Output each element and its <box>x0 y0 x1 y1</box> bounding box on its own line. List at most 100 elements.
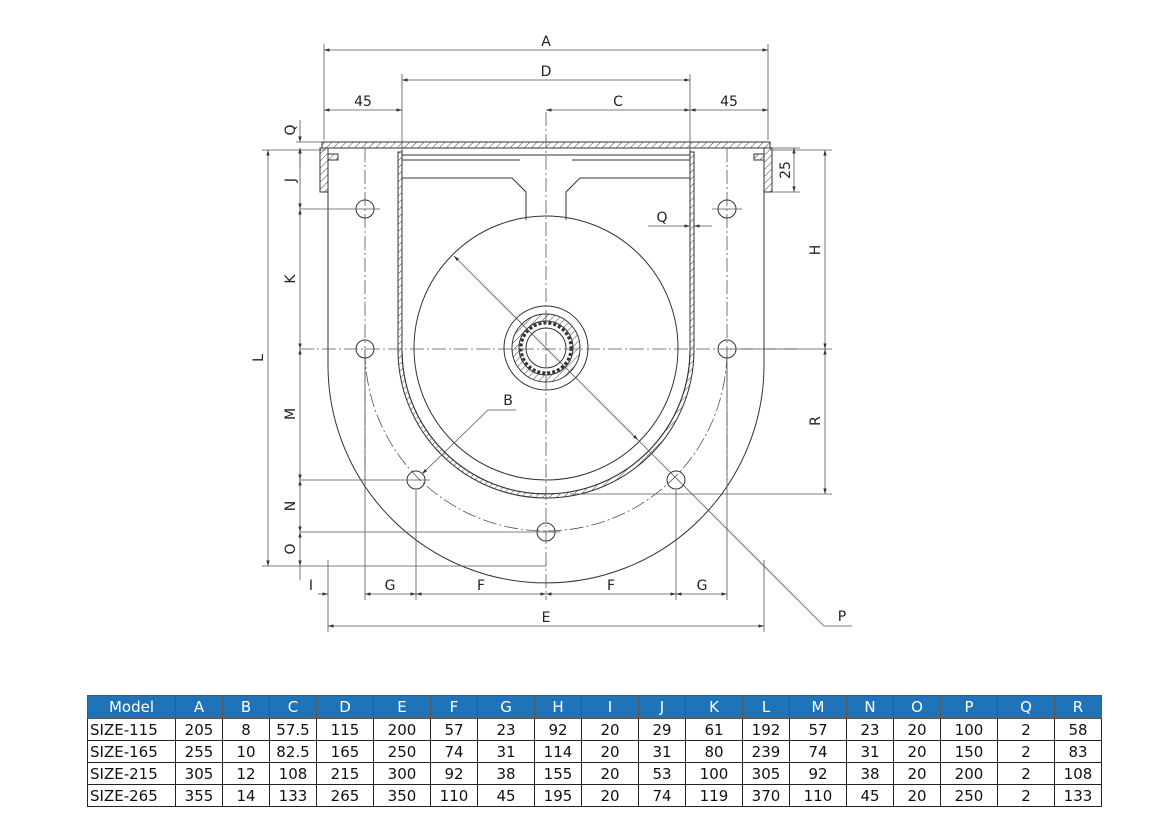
table-cell: 192 <box>742 718 790 741</box>
table-cell: 38 <box>846 762 894 785</box>
table-cell: 20 <box>893 762 941 785</box>
label-Q-inner: Q <box>656 210 667 226</box>
table-cell: 57 <box>789 718 847 741</box>
label-F-left: F <box>477 578 485 594</box>
table-row: SIZE-115 205 8 57.5 115 200 57 23 92 20 … <box>87 718 1102 741</box>
table-cell: 133 <box>269 784 317 807</box>
label-D: D <box>541 64 552 80</box>
col-K: K <box>685 695 743 719</box>
table-cell: 92 <box>534 718 582 741</box>
table-cell: 100 <box>940 718 998 741</box>
table-row: SIZE-165 255 10 82.5 165 250 74 31 114 2… <box>87 740 1102 763</box>
dimensions <box>262 44 852 632</box>
table-cell: 2 <box>997 740 1055 763</box>
label-L: L <box>251 354 267 362</box>
label-M: M <box>283 408 299 420</box>
table-cell: 31 <box>846 740 894 763</box>
label-P: P <box>838 609 846 625</box>
table-cell: 250 <box>373 740 431 763</box>
table-cell: 305 <box>175 762 223 785</box>
table-cell: 83 <box>1054 740 1102 763</box>
label-F-right: F <box>607 578 615 594</box>
table-cell: 115 <box>316 718 374 741</box>
col-L: L <box>742 695 790 719</box>
table-cell: 23 <box>477 718 535 741</box>
label-45-left: 45 <box>354 94 372 110</box>
table-cell: 8 <box>222 718 270 741</box>
table-cell: 10 <box>222 740 270 763</box>
table-cell: 12 <box>222 762 270 785</box>
table-cell: 119 <box>685 784 743 807</box>
table-cell: 38 <box>477 762 535 785</box>
table-cell: 92 <box>789 762 847 785</box>
table-cell: 31 <box>477 740 535 763</box>
col-N: N <box>846 695 894 719</box>
label-J: J <box>283 178 299 183</box>
table-cell: 165 <box>316 740 374 763</box>
table-cell: 110 <box>430 784 478 807</box>
table-cell: 2 <box>997 762 1055 785</box>
col-B: B <box>222 695 270 719</box>
table-cell: 14 <box>222 784 270 807</box>
table-cell: 80 <box>685 740 743 763</box>
table-cell: 53 <box>638 762 686 785</box>
table-cell: 20 <box>581 762 639 785</box>
label-B: B <box>503 393 513 409</box>
label-E: E <box>542 610 551 626</box>
table-cell: SIZE-215 <box>87 762 176 785</box>
col-M: M <box>789 695 847 719</box>
table-cell: 265 <box>316 784 374 807</box>
label-C: C <box>613 94 623 110</box>
table-cell: 300 <box>373 762 431 785</box>
table-cell: 74 <box>789 740 847 763</box>
col-J: J <box>638 695 686 719</box>
table-cell: 100 <box>685 762 743 785</box>
label-A: A <box>541 34 551 50</box>
table-cell: SIZE-265 <box>87 784 176 807</box>
label-G-right: G <box>697 578 708 594</box>
table-cell: 57 <box>430 718 478 741</box>
col-H: H <box>534 695 582 719</box>
table-cell: 195 <box>534 784 582 807</box>
table-cell: 133 <box>1054 784 1102 807</box>
col-O: O <box>893 695 941 719</box>
table-cell: 200 <box>940 762 998 785</box>
label-I: I <box>309 578 313 594</box>
table-cell: SIZE-115 <box>87 718 176 741</box>
dimension-table: Model A B C D E F G H I J K L M N O P Q … <box>87 695 1102 807</box>
table-cell: 31 <box>638 740 686 763</box>
table-cell: 20 <box>581 718 639 741</box>
table-row: SIZE-265 355 14 133 265 350 110 45 195 2… <box>87 784 1102 807</box>
table-cell: 20 <box>581 784 639 807</box>
table-header-row: Model A B C D E F G H I J K L M N O P Q … <box>87 695 1102 719</box>
table-row: SIZE-215 305 12 108 215 300 92 38 155 20… <box>87 762 1102 785</box>
table-cell: 150 <box>940 740 998 763</box>
table-cell: 92 <box>430 762 478 785</box>
table-cell: 205 <box>175 718 223 741</box>
table-cell: 61 <box>685 718 743 741</box>
table-cell: 58 <box>1054 718 1102 741</box>
table-cell: 74 <box>638 784 686 807</box>
col-G: G <box>477 695 535 719</box>
col-C: C <box>269 695 317 719</box>
label-45-right: 45 <box>720 94 738 110</box>
table-cell: 57.5 <box>269 718 317 741</box>
table-cell: 350 <box>373 784 431 807</box>
table-cell: 355 <box>175 784 223 807</box>
table-cell: 215 <box>316 762 374 785</box>
col-Q: Q <box>997 695 1055 719</box>
table-cell: 74 <box>430 740 478 763</box>
table-cell: 20 <box>581 740 639 763</box>
table-cell: 108 <box>269 762 317 785</box>
technical-drawing: A D 45 C 45 25 H R L Q J K M N O Q I G F… <box>251 34 852 632</box>
table-cell: 370 <box>742 784 790 807</box>
label-K: K <box>283 274 299 284</box>
label-25: 25 <box>778 161 794 179</box>
label-O: O <box>283 543 299 554</box>
table-cell: 250 <box>940 784 998 807</box>
table-cell: 20 <box>893 718 941 741</box>
table-cell: SIZE-165 <box>87 740 176 763</box>
col-I: I <box>581 695 639 719</box>
table-cell: 29 <box>638 718 686 741</box>
table-cell: 2 <box>997 784 1055 807</box>
